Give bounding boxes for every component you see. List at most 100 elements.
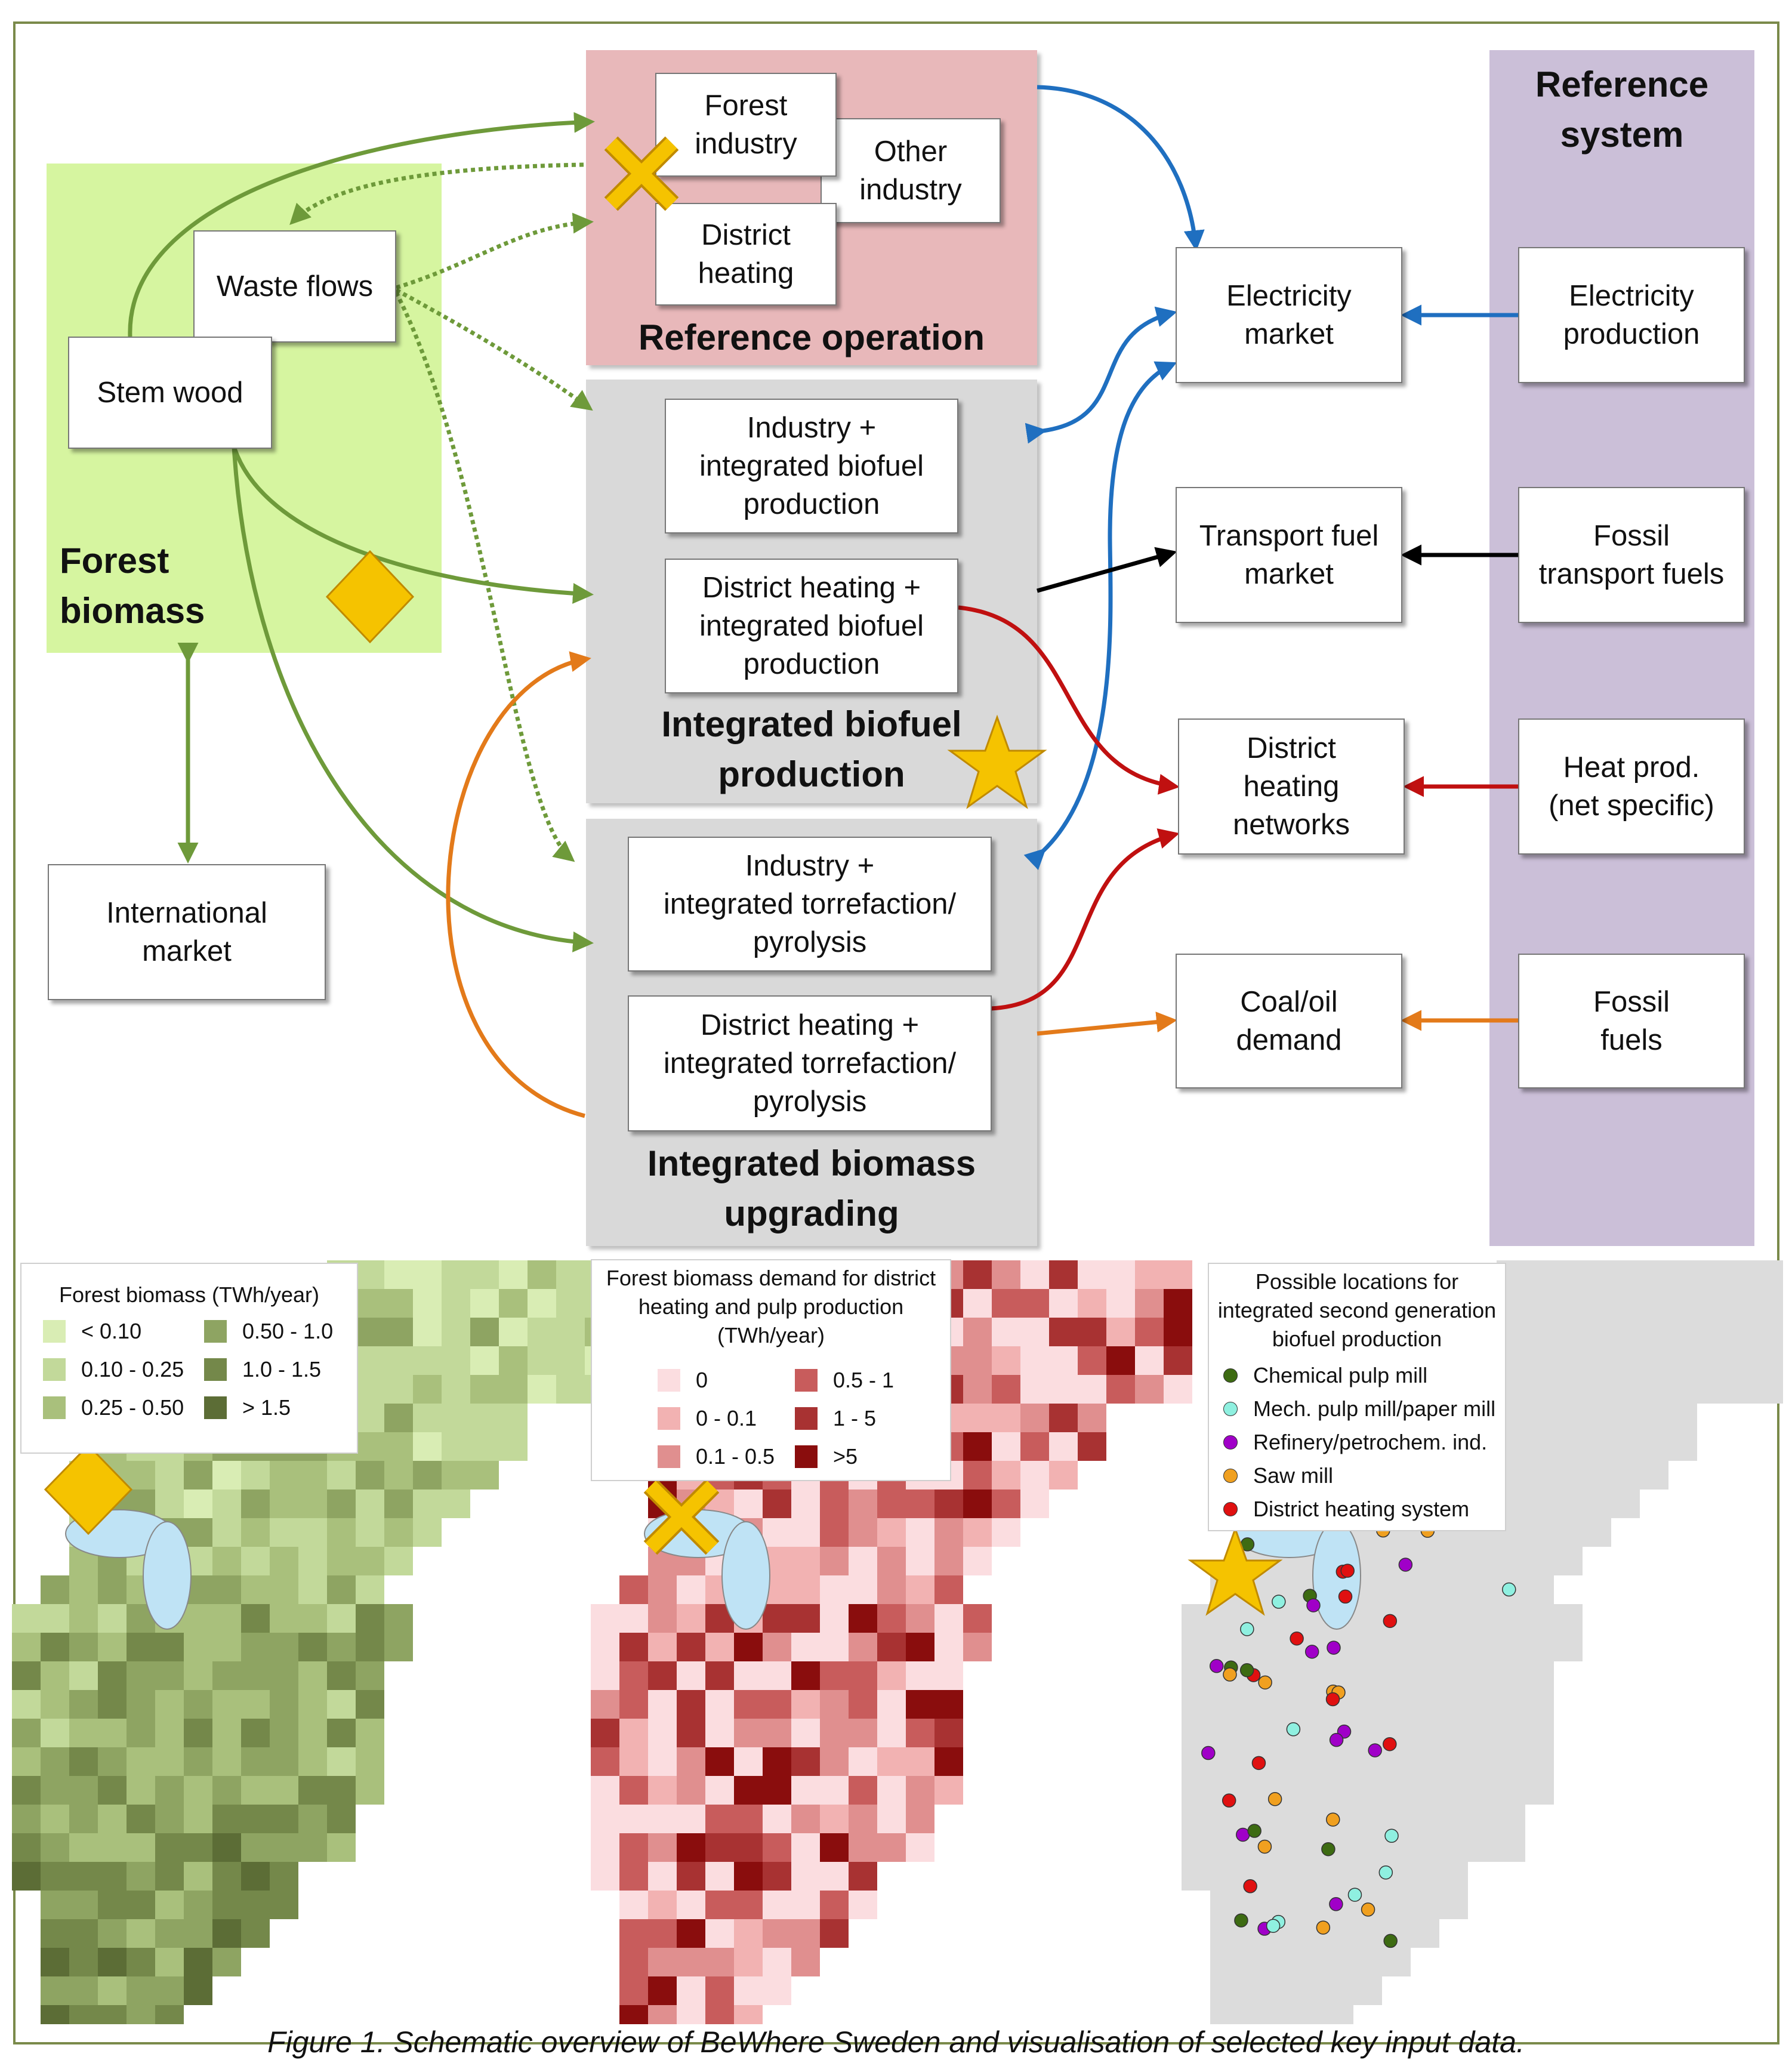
map-cell (820, 1604, 849, 1633)
map-cell (1135, 1289, 1164, 1318)
legend-label: Refinery/petrochem. ind. (1253, 1430, 1488, 1454)
map-cell (763, 1490, 791, 1518)
map-cell (384, 1375, 413, 1404)
map-cell (41, 1604, 69, 1633)
legend-swatch (795, 1407, 818, 1430)
map-cell (1583, 1318, 1611, 1346)
map-cell (270, 1547, 298, 1575)
legend-swatch (658, 1369, 680, 1392)
arrow-upgrading-to-coal (1037, 1012, 1177, 1036)
legend-label: 0 (696, 1368, 708, 1392)
arrow-waste-to-reference (395, 212, 594, 290)
map-cell (677, 1661, 705, 1690)
biomass-legend: Forest biomass (TWh/year) < 0.10 0.10 - … (20, 1263, 358, 1454)
map-cell (1182, 1862, 1210, 1891)
map-cell (763, 1919, 791, 1948)
map-cell (1611, 1260, 1640, 1289)
map-cell (1382, 1891, 1411, 1919)
map-cell (270, 1891, 298, 1919)
map-cell (734, 1719, 763, 1747)
map-cell (1668, 1375, 1697, 1404)
map-cell (384, 1633, 413, 1661)
map-cell (820, 1547, 849, 1575)
map-cell (1497, 1805, 1525, 1833)
map-cell (155, 1862, 184, 1891)
location-dot (1384, 1828, 1399, 1843)
map-cell (155, 1833, 184, 1862)
map-cell (1020, 1461, 1049, 1490)
arrow-reference-to-electricity (1037, 85, 1205, 251)
arrow-electricity-biofuel (1025, 306, 1177, 444)
map-cell (591, 1776, 619, 1805)
map-cell (648, 1891, 677, 1919)
map-cell (705, 1891, 734, 1919)
map-cell (528, 1289, 556, 1318)
map-cell (1020, 1346, 1049, 1375)
map-cell (12, 1747, 41, 1776)
map-cell (763, 1604, 791, 1633)
map-cell (791, 1805, 820, 1833)
map-cell (992, 1346, 1020, 1375)
map-cell (877, 1575, 906, 1604)
map-cell (184, 1891, 212, 1919)
map-cell (1525, 1661, 1554, 1690)
map-cell (212, 1805, 241, 1833)
map-cell (1640, 1432, 1668, 1461)
map-cell (677, 1862, 705, 1891)
location-dot (1316, 1920, 1331, 1935)
map-cell (1468, 1661, 1497, 1690)
map-cell (155, 1690, 184, 1719)
map-cell (677, 1575, 705, 1604)
map-cell (212, 1547, 241, 1575)
map-cell (1382, 1776, 1411, 1805)
map-cell (384, 1461, 413, 1490)
map-cell (1210, 1948, 1239, 1976)
map-cell (270, 1661, 298, 1690)
map-cell (877, 1776, 906, 1805)
map-cell (98, 1661, 127, 1690)
map-cell (934, 1747, 963, 1776)
location-dot (1290, 1631, 1304, 1646)
map-cell (1078, 1375, 1106, 1404)
map-cell (1497, 1833, 1525, 1862)
figure-frame (13, 21, 1779, 2044)
location-dot (1304, 1645, 1319, 1659)
location-dot (1347, 1888, 1362, 1902)
map-cell (1497, 1690, 1525, 1719)
map-cell (327, 1690, 356, 1719)
map-cell (963, 1490, 992, 1518)
map-cell (270, 1833, 298, 1862)
map-cell (619, 1948, 648, 1976)
coal-oil-demand-box: Coal/oil demand (1176, 954, 1402, 1088)
map-cell (1411, 1776, 1439, 1805)
map-cell (356, 1661, 384, 1690)
map-cell (1468, 1833, 1497, 1862)
map-cell (69, 1862, 98, 1891)
map-cell (270, 1604, 298, 1633)
map-cell (1497, 1604, 1525, 1633)
map-cell (298, 1805, 327, 1833)
map-cell (992, 1432, 1020, 1461)
map-cell (1210, 1805, 1239, 1833)
location-dot (1327, 1640, 1341, 1655)
map-cell (298, 1719, 327, 1747)
map-cell (763, 1891, 791, 1919)
map-cell (470, 1375, 499, 1404)
map-cell (1353, 1719, 1382, 1747)
map-cell (934, 1518, 963, 1547)
map-cell (1239, 1976, 1267, 2005)
location-dot (1247, 1824, 1262, 1838)
map-cell (127, 1719, 155, 1747)
map-cell (1267, 1604, 1296, 1633)
map-cell (763, 1862, 791, 1891)
legend-swatch (204, 1320, 227, 1343)
map-cell (184, 1690, 212, 1719)
map-cell (963, 1289, 992, 1318)
map-cell (1726, 1375, 1754, 1404)
map-cell (1296, 1747, 1325, 1776)
legend-label: 1 - 5 (833, 1406, 877, 1430)
map-cell (1325, 1747, 1353, 1776)
map-cell (1468, 1547, 1497, 1575)
map-cell (1267, 1747, 1296, 1776)
map-cell (734, 1661, 763, 1690)
